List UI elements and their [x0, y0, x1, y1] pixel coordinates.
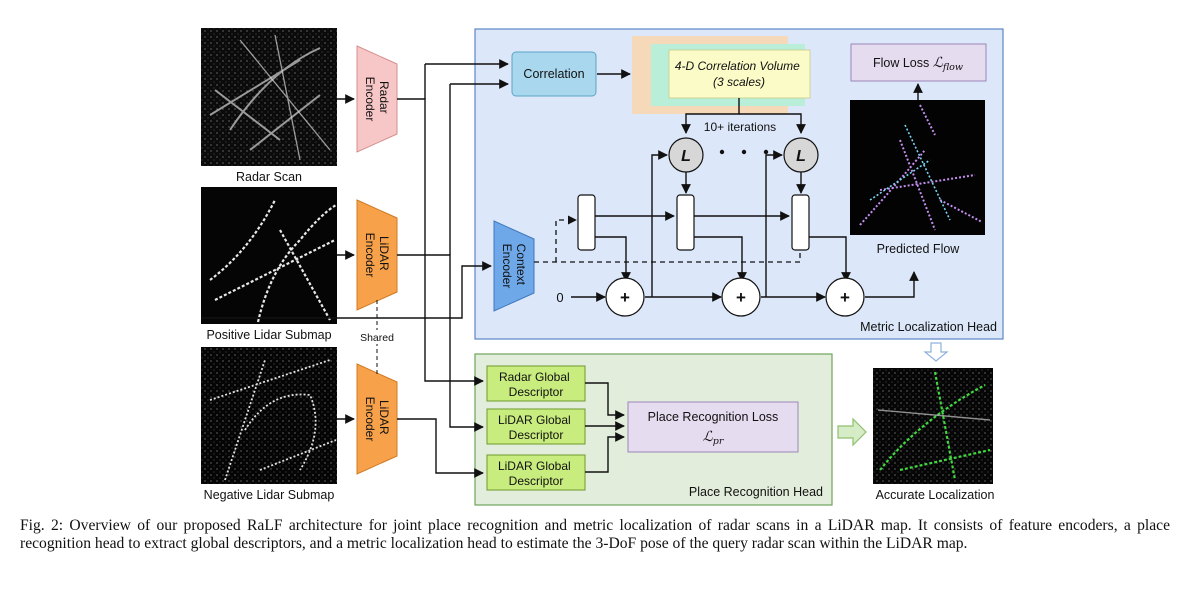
sum-node-1: + — [605, 277, 645, 317]
negative-submap-label: Negative Lidar Submap — [204, 488, 335, 502]
metric-head-title: Metric Localization Head — [860, 320, 997, 334]
context-encoder-label-2: Encoder — [500, 244, 514, 289]
place-head-title: Place Recognition Head — [689, 485, 823, 499]
iterations-label: 10+ iterations — [704, 120, 776, 134]
svg-text:L: L — [796, 148, 806, 165]
place-recognition-loss-box — [627, 401, 799, 453]
lidar-encoder-neg-label-2: Encoder — [363, 397, 377, 442]
hidden-state-2 — [791, 194, 810, 251]
svg-text:L: L — [681, 148, 691, 165]
context-encoder — [493, 220, 535, 312]
place-loss-sub: pr — [713, 436, 725, 447]
sum-node-2: + — [721, 277, 761, 317]
svg-text:Flow Loss ℒflow: Flow Loss ℒflow — [873, 55, 963, 73]
flow-loss-sub: flow — [942, 62, 963, 73]
svg-text:+: + — [736, 288, 746, 307]
lidar-encoder-neg-label-1: LiDAR — [377, 400, 391, 435]
down-hollow-arrow — [923, 342, 949, 362]
volume-label-2: (3 scales) — [713, 75, 765, 89]
encoder-wiring — [201, 59, 631, 478]
flow-loss-label: Flow Loss — [873, 56, 933, 70]
correlation-label: Correlation — [523, 67, 584, 81]
zero-label: 0 — [556, 290, 563, 305]
correlation-volume — [668, 49, 811, 99]
positive-lidar-submap-image — [201, 187, 337, 324]
svg-text:+: + — [620, 288, 630, 307]
place-loss-label: Place Recognition Loss — [648, 410, 779, 424]
lidar-descriptor-positive — [486, 408, 586, 445]
lidar-descriptor-negative — [486, 454, 586, 491]
svg-text:LiDAR Global Descriptor: LiDAR Global Descriptor — [498, 413, 574, 442]
update-node-1: L — [668, 137, 704, 173]
svg-text:4-D Correlation Volume (3: 4-D Correlation Volume (3 scales) — [675, 59, 803, 89]
architecture-diagram: Radar Scan Positive Lidar Submap Negativ… — [201, 28, 1004, 506]
positive-submap-label: Positive Lidar Submap — [206, 328, 331, 342]
iteration-dots — [719, 149, 769, 155]
right-hollow-arrow — [837, 417, 867, 447]
radar-scan-label: Radar Scan — [236, 170, 302, 184]
svg-text:LiDAR Encoder: LiDAR Encoder — [363, 397, 391, 442]
radar-encoder-label-1: Radar — [377, 81, 391, 114]
shared-label: Shared — [360, 332, 394, 344]
flow-loss-symbol: ℒ — [933, 55, 944, 71]
predicted-flow-image — [850, 100, 985, 235]
svg-text:LiDAR Encoder: LiDAR Encoder — [363, 233, 391, 278]
svg-text:LiDAR Global Descriptor: LiDAR Global Descriptor — [498, 459, 574, 488]
correlation-box — [511, 51, 597, 97]
place-loss-symbol: ℒ — [703, 429, 714, 445]
svg-text:ℒpr: ℒpr — [703, 429, 725, 447]
radar-encoder-label-2: Encoder — [363, 77, 377, 122]
hidden-state-0 — [577, 194, 596, 251]
radar-descriptor — [486, 365, 586, 402]
context-wiring — [534, 215, 801, 263]
update-node-2: L — [783, 137, 819, 173]
lidar-encoder-label-1: LiDAR — [377, 236, 391, 271]
accurate-localization-image — [873, 368, 993, 484]
radar-encoder — [356, 45, 398, 153]
flow-loss-box — [850, 43, 987, 82]
figure-caption: Fig. 2: Overview of our proposed RaLF ar… — [20, 517, 1170, 552]
context-encoder-label-1: Context — [514, 244, 528, 286]
lidar-encoder-label-2: Encoder — [363, 233, 377, 278]
svg-text:+: + — [840, 288, 850, 307]
svg-text:Context Encoder: Context Encoder — [500, 244, 528, 289]
svg-text:Radar Global Descriptor: Radar Global Descriptor — [499, 370, 573, 399]
svg-text:Radar Encoder: Radar Encoder — [363, 77, 391, 122]
accurate-localization-label: Accurate Localization — [876, 488, 995, 502]
predicted-flow-label: Predicted Flow — [877, 242, 961, 256]
lidar-encoder-positive — [356, 199, 398, 311]
sum-node-3: + — [825, 277, 865, 317]
radar-scan-image — [201, 28, 337, 166]
hidden-state-1 — [676, 194, 695, 251]
negative-lidar-submap-image — [201, 347, 337, 484]
volume-label-1: 4-D Correlation Volume — [675, 59, 800, 73]
lidar-encoder-negative — [356, 363, 398, 475]
